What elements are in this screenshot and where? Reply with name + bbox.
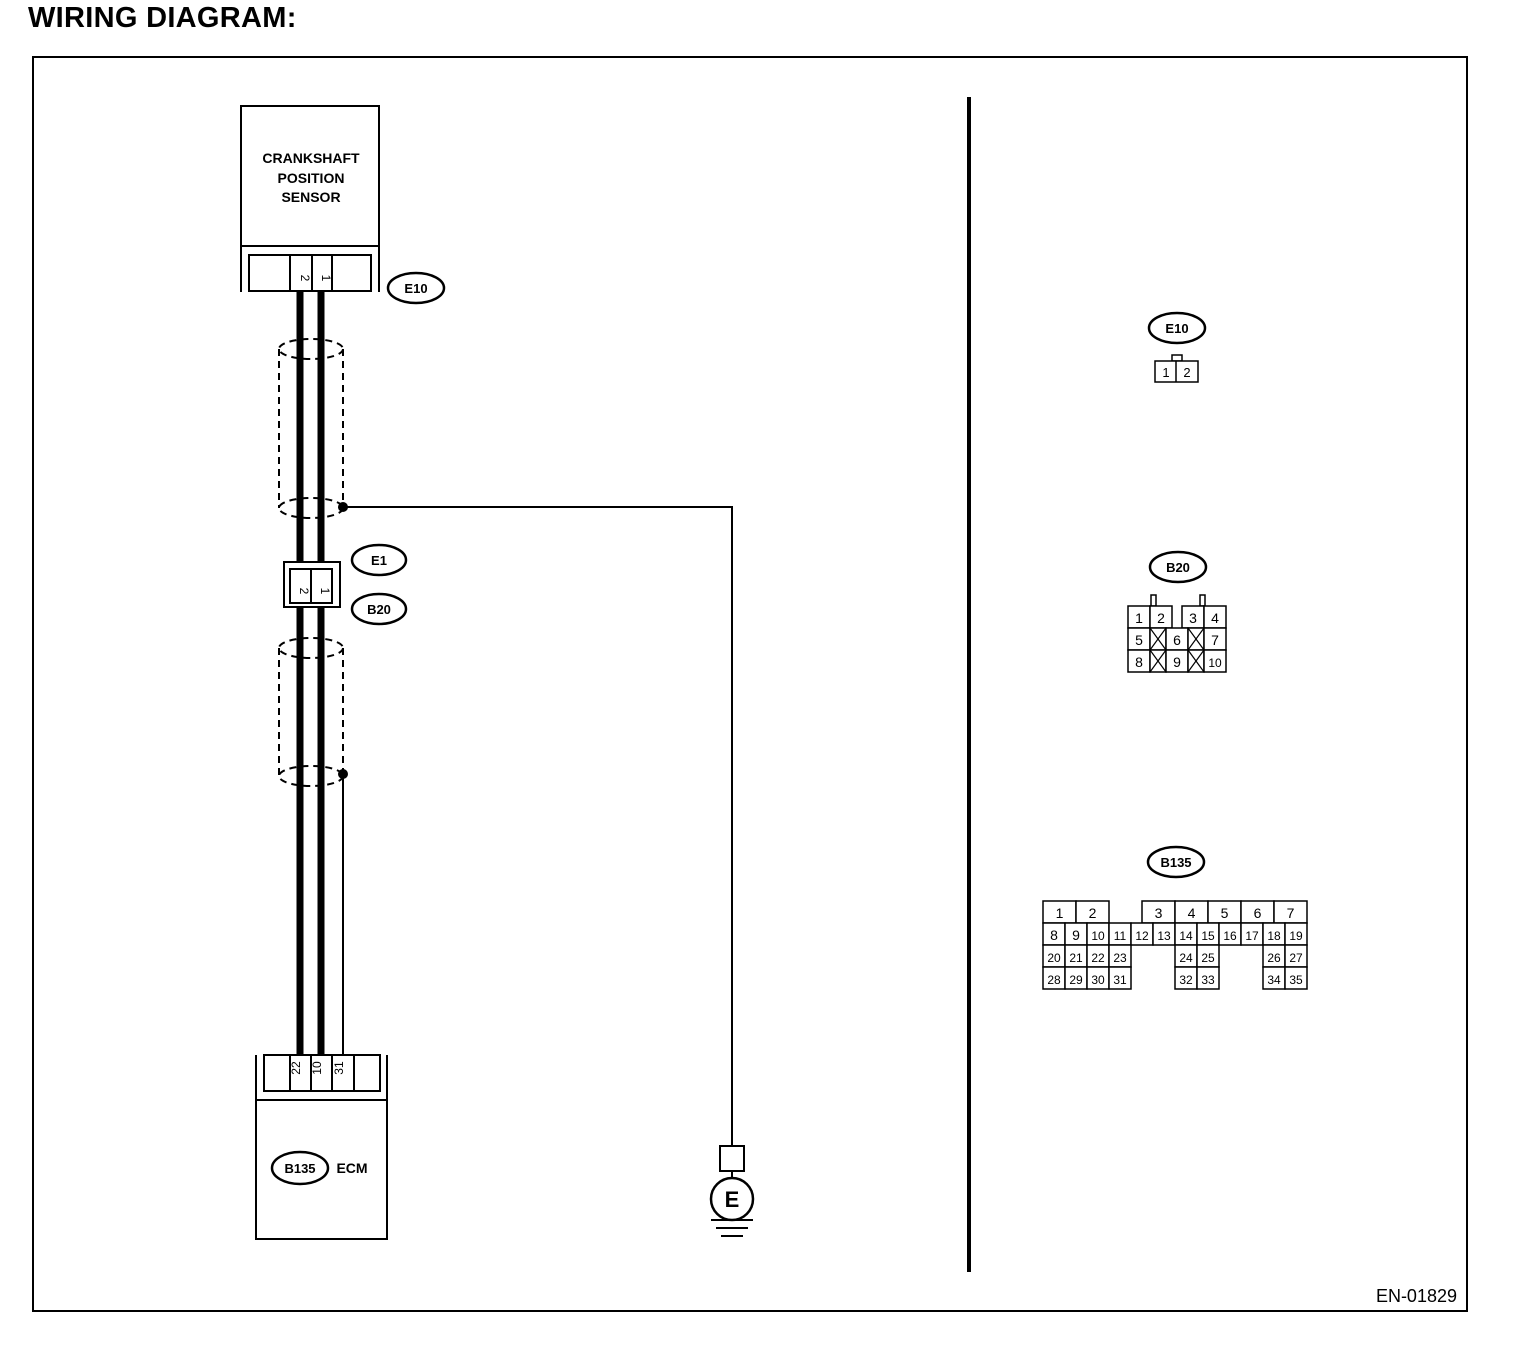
sensor-label-line-3: SENSOR xyxy=(281,189,340,205)
figure-id: EN-01829 xyxy=(1376,1286,1457,1306)
b135-view-pin-33: 33 xyxy=(1201,973,1215,987)
b135-view-pin-31-cell xyxy=(1108,966,1132,990)
connector-tag-e10-text: E10 xyxy=(404,281,427,296)
page-title: WIRING DIAGRAM: xyxy=(28,2,297,34)
sensor-label-line-1: CRANKSHAFT xyxy=(262,150,360,166)
b135-view-pin-35: 35 xyxy=(1289,973,1303,987)
b135-view-pin-34: 34 xyxy=(1267,973,1281,987)
b20-view-pin-8: 8 xyxy=(1135,654,1143,670)
diagram-frame xyxy=(32,56,1468,1312)
b20-pin-1: 1 xyxy=(318,588,332,595)
blank-cavity-mark xyxy=(1187,649,1205,673)
connector-tag-b135-text: B135 xyxy=(284,1161,315,1176)
b20-view-pin-9: 9 xyxy=(1173,654,1181,670)
shield-upper xyxy=(278,338,344,519)
e10-view-pin-2: 2 xyxy=(1183,365,1190,380)
b135-view-pin-25: 25 xyxy=(1201,951,1215,965)
b135-view-pin-30: 30 xyxy=(1091,973,1105,987)
connector-tag-b20: B20 xyxy=(350,592,408,626)
connector-view-b135-tag: B135 xyxy=(1160,855,1191,870)
b135-view-pin-35-cell xyxy=(1284,966,1308,990)
ecm-label: ECM xyxy=(336,1160,367,1176)
b135-view-pin-2: 2 xyxy=(1089,905,1097,921)
b135-view-pin-15: 15 xyxy=(1201,929,1215,943)
b135-pin-22: 22 xyxy=(289,1061,303,1075)
b135-view-pin-28: 28 xyxy=(1047,973,1061,987)
b135-pin-10: 10 xyxy=(310,1061,324,1075)
b135-view-pin-4: 4 xyxy=(1188,905,1196,921)
connector-tag-e10: E10 xyxy=(386,271,446,305)
b135-view-pin-31: 31 xyxy=(1113,973,1127,987)
b135-view-pin-26: 26 xyxy=(1267,951,1281,965)
shield-lower xyxy=(278,637,344,787)
ground-label: E xyxy=(725,1187,740,1212)
b20-pin-2: 2 xyxy=(297,588,311,595)
blank-cavity-mark xyxy=(1149,649,1167,673)
b20-view-pin-3: 3 xyxy=(1189,610,1197,626)
b20-view-pin-4: 4 xyxy=(1211,610,1219,626)
e10-pin-2: 2 xyxy=(298,275,312,282)
e10-pin-1: 1 xyxy=(319,275,333,282)
b135-view-pin-13: 13 xyxy=(1157,929,1171,943)
connector-tag-e1: E1 xyxy=(350,543,408,577)
b135-view-pin-6: 6 xyxy=(1254,905,1262,921)
b135-view-pin-17: 17 xyxy=(1245,929,1259,943)
connector-tag-b135 xyxy=(270,1150,330,1186)
b135-view-pin-3: 3 xyxy=(1155,905,1163,921)
b135-view-pin-18: 18 xyxy=(1267,929,1281,943)
ground-symbol: E xyxy=(709,1145,755,1237)
b135-view-pin-16: 16 xyxy=(1223,929,1237,943)
b20-view-pin-1: 1 xyxy=(1135,610,1143,626)
connector-view-e10-tag: E10 xyxy=(1165,321,1188,336)
b135-view-pin-14: 14 xyxy=(1179,929,1193,943)
b20-view-pin-6: 6 xyxy=(1173,632,1181,648)
e10-view-pin-1: 1 xyxy=(1162,365,1169,380)
blank-cavity-mark xyxy=(1187,627,1205,651)
b135-view-pin-1: 1 xyxy=(1056,905,1064,921)
b135-view-pin-10: 10 xyxy=(1091,929,1105,943)
b20-view-pin-2: 2 xyxy=(1157,610,1165,626)
b135-view-pin-7: 7 xyxy=(1287,905,1295,921)
b20-view-pin-7: 7 xyxy=(1211,632,1219,648)
b135-view-pin-29: 29 xyxy=(1069,973,1083,987)
sensor-label-line-2: POSITION xyxy=(278,170,345,186)
crankshaft-position-sensor: CRANKSHAFT POSITION SENSOR 2 1 xyxy=(240,105,380,292)
b135-view-pin-19: 19 xyxy=(1289,929,1303,943)
b135-view-pin-32: 32 xyxy=(1179,973,1193,987)
connector-view-e10: E10 1 2 xyxy=(1147,311,1207,383)
b20-view-pin-10-cell xyxy=(1203,649,1227,673)
blank-cavity-mark xyxy=(1149,627,1167,651)
b135-view-pin-11: 11 xyxy=(1114,929,1127,943)
connector-tag-b20-text: B20 xyxy=(367,602,391,617)
inline-connector-e1-b20: 2 1 xyxy=(283,561,341,608)
b135-pin-31: 31 xyxy=(332,1061,346,1075)
connector-view-b20-tag: B20 xyxy=(1166,560,1190,575)
b135-view-pin-12: 12 xyxy=(1135,929,1149,943)
connector-tag-e1-text: E1 xyxy=(371,553,387,568)
b135-view-pin-24: 24 xyxy=(1179,951,1193,965)
b20-view-pin-5: 5 xyxy=(1135,632,1143,648)
b135-view-pin-21: 21 xyxy=(1069,951,1083,965)
b135-view-pin-23: 23 xyxy=(1113,951,1127,965)
b135-view-pin-5: 5 xyxy=(1221,905,1229,921)
b135-view-pin-27: 27 xyxy=(1289,951,1303,965)
b20-view-pin-10: 10 xyxy=(1208,656,1222,670)
b135-view-pin-8: 8 xyxy=(1050,927,1058,943)
ecm-box: 22 10 31 B135 ECM xyxy=(255,1054,388,1240)
b135-view-pin-9: 9 xyxy=(1072,927,1080,943)
b135-view-pin-33-cell xyxy=(1196,966,1220,990)
b135-view-pin-20: 20 xyxy=(1047,951,1061,965)
wire-harness xyxy=(296,291,733,1146)
b135-view-pin-22: 22 xyxy=(1091,951,1105,965)
